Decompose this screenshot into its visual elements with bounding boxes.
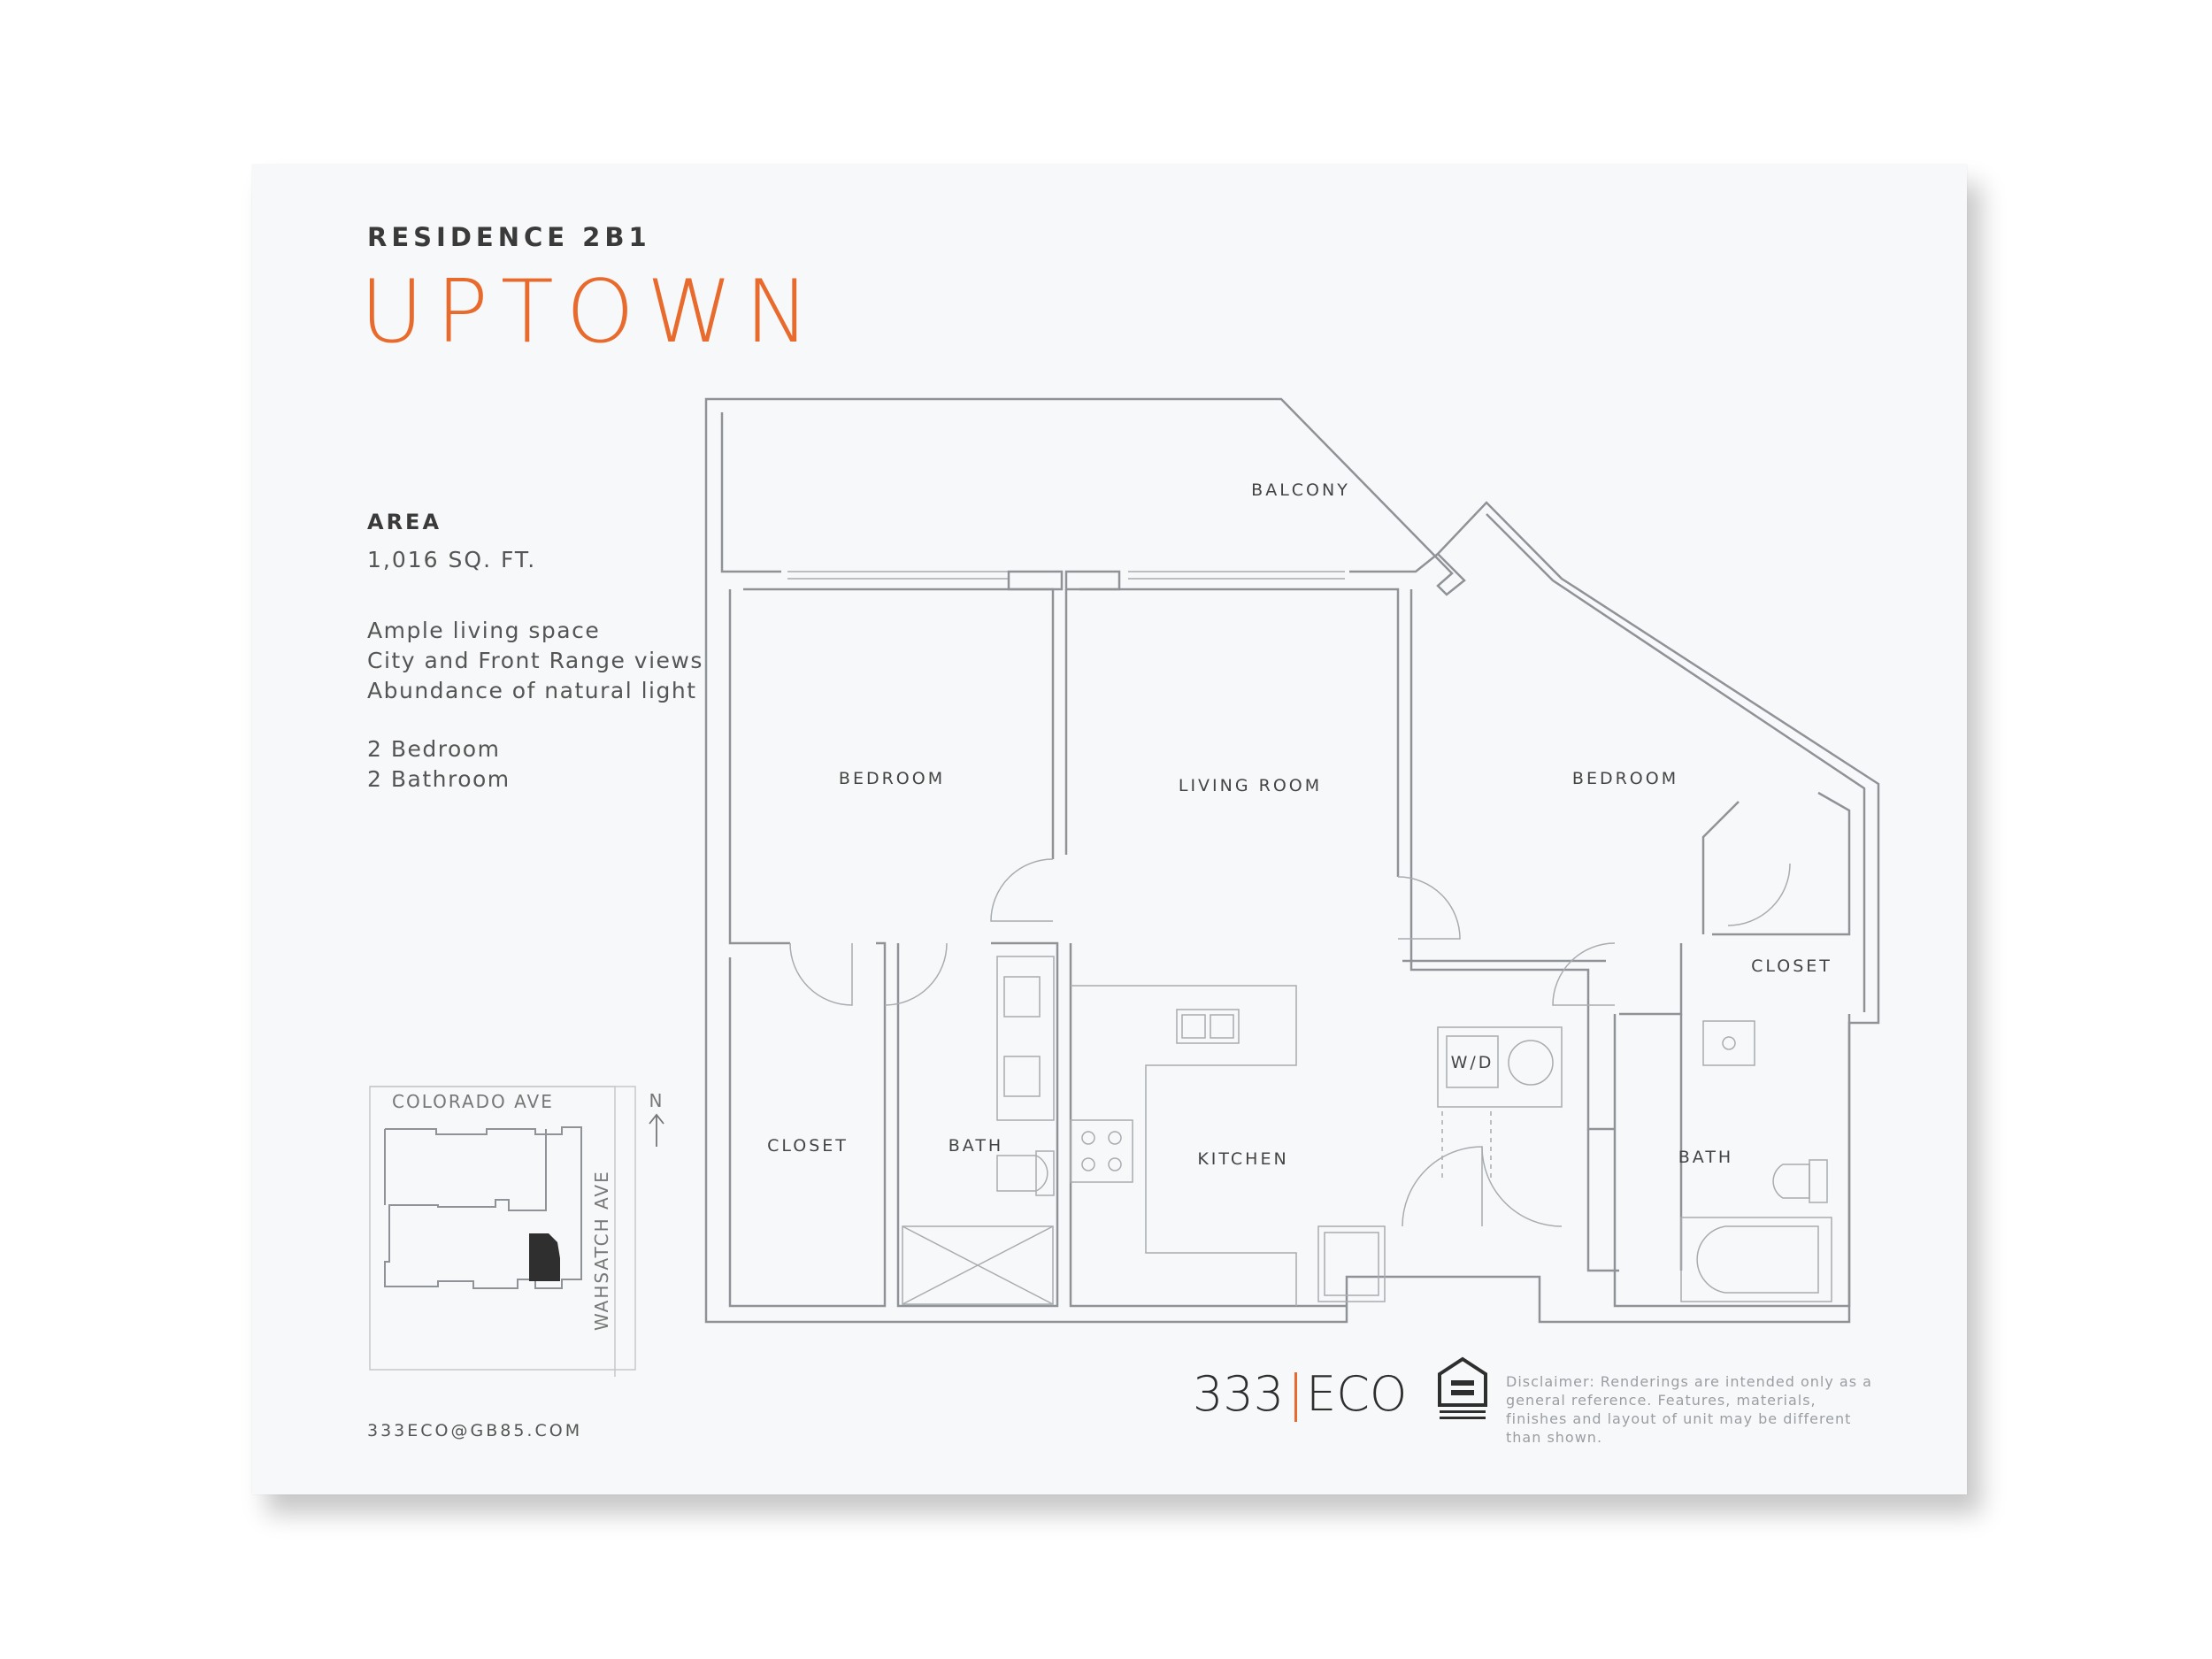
brand-logo: 333 ECO — [1193, 1366, 1408, 1423]
washer-dryer-label: W/D — [1451, 1053, 1494, 1072]
bathroom-count: 2 Bathroom — [367, 766, 511, 792]
unit-name: UPTOWN — [360, 262, 823, 363]
balcony-label: BALCONY — [1251, 480, 1350, 500]
site-map: COLORADO AVE WAHSATCH AVE N — [369, 1086, 664, 1377]
left-bath-fixtures — [902, 956, 1055, 1305]
equal-housing-icon — [1438, 1356, 1487, 1419]
logo-divider — [1294, 1372, 1298, 1423]
north-label: N — [649, 1090, 664, 1111]
bedroom-count: 2 Bedroom — [367, 736, 501, 762]
feature-item: Ample living space — [367, 618, 601, 643]
street-side-label: WAHSATCH AVE — [591, 1170, 612, 1331]
floorplan-card: RESIDENCE 2B1 UPTOWN AREA 1,016 SQ. FT. … — [252, 165, 1967, 1494]
closet-left-label: CLOSET — [767, 1136, 849, 1156]
bedroom-right-label: BEDROOM — [1572, 769, 1678, 788]
interior-walls — [728, 588, 1851, 1308]
street-top-label: COLORADO AVE — [392, 1091, 554, 1112]
outer-walls — [704, 397, 1880, 1324]
feature-list: Ample living space City and Front Range … — [367, 616, 703, 706]
floor-plan: BALCONY BEDROOM LIVING ROOM BEDROOM CLOS… — [369, 397, 1880, 1419]
disclaimer: Disclaimer: Renderings are intended only… — [1506, 1373, 1872, 1446]
feature-item: Abundance of natural light — [367, 678, 697, 703]
kitchen-label: KITCHEN — [1197, 1149, 1288, 1169]
logo-left: 333 — [1193, 1366, 1285, 1422]
door-swings — [789, 858, 1791, 1227]
bedroom-left-label: BEDROOM — [839, 769, 945, 788]
area-value: 1,016 SQ. FT. — [367, 547, 537, 572]
kitchen-fixtures — [1070, 985, 1386, 1306]
contact-email[interactable]: 333ECO@GB85.COM — [367, 1421, 583, 1440]
bath-left-label: BATH — [949, 1136, 1003, 1156]
bath-right-label: BATH — [1678, 1148, 1733, 1167]
area-label: AREA — [367, 510, 442, 534]
laundry-and-right-bath — [1437, 1020, 1832, 1302]
closet-right-label: CLOSET — [1751, 956, 1832, 976]
logo-right: ECO — [1306, 1366, 1408, 1422]
rooms-summary: 2 Bedroom 2 Bathroom — [367, 734, 511, 795]
living-room-label: LIVING ROOM — [1179, 776, 1322, 795]
balcony-sliders — [787, 570, 1345, 591]
feature-item: City and Front Range views — [367, 648, 703, 673]
residence-title: RESIDENCE 2B1 — [367, 222, 651, 252]
